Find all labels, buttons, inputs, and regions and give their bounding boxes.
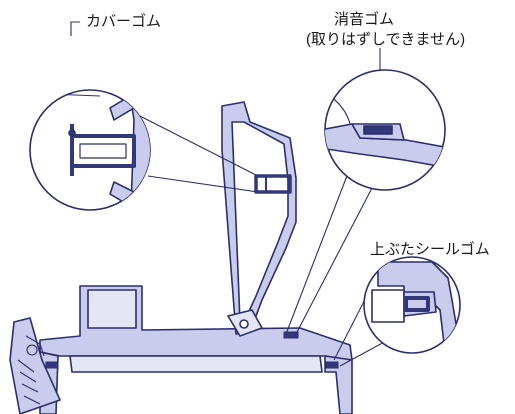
- seal-right-edge: [325, 361, 339, 369]
- leader-topright-zoom-b: [295, 187, 373, 335]
- steam-cap-cover: [221, 101, 297, 337]
- leader-lines: [70, 21, 415, 367]
- label-silencer-rubber: 消音ゴム: [334, 11, 395, 28]
- cover-rubber-on-arm: [254, 174, 292, 194]
- leader-left-zoom-to-arm-bottom: [147, 175, 259, 193]
- zoom-lid-seal-inner-block: [371, 289, 405, 323]
- steam-vent-base: [87, 289, 137, 329]
- lid-top-plate: [39, 285, 353, 361]
- zoom-cover-rubber: [29, 89, 151, 211]
- main-body-seals: [45, 331, 339, 369]
- zoom-lid-seal-rubber: [363, 256, 461, 354]
- zoom-silencer-rubber: [324, 69, 446, 191]
- zoom-rubber-tip: [68, 129, 76, 137]
- zoom-lid-seal-flange: [403, 291, 437, 317]
- pivot-pin: [239, 319, 249, 329]
- silencer-rubber-seal: [283, 331, 299, 339]
- leader-cover-rubber: [70, 21, 80, 36]
- hinge-mechanism: [17, 335, 45, 405]
- seal-left-edge: [45, 361, 59, 369]
- leader-topright-zoom-a: [285, 167, 351, 335]
- cooker-body: [9, 285, 353, 414]
- label-silencer-note: (取りはずしできません): [306, 31, 466, 48]
- leader-left-zoom-to-arm-top: [135, 113, 259, 177]
- zoom-lid-seal-rubber-piece: [404, 296, 430, 312]
- zoom-silencer-rubber-piece: [363, 125, 393, 135]
- inner-lid-panel: [69, 355, 323, 373]
- label-cover-rubber: カバーゴム: [86, 13, 162, 30]
- leader-right-zoom-b: [339, 339, 389, 367]
- label-lid-seal-rubber: 上ぶたシールゴム: [370, 241, 490, 258]
- zoom-rubber-core: [79, 143, 127, 159]
- zoom-lid-seal-outer-wall: [377, 261, 460, 353]
- hinge-housing: [9, 317, 61, 414]
